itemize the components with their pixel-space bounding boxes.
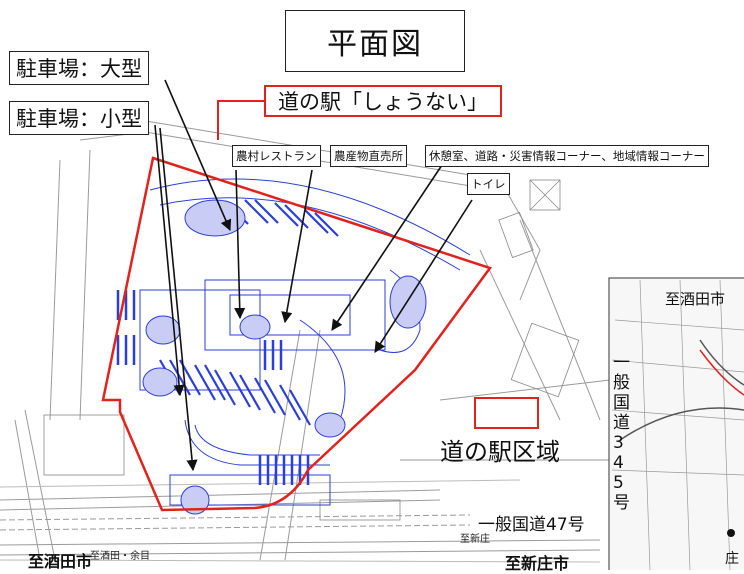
inset-route345: 一 般 国 道 3 4 5 号 <box>613 355 633 512</box>
inset-to-sakata: 至酒田市 <box>665 290 726 308</box>
to-sakata-label: 至酒田市 <box>28 552 93 571</box>
blue-planting-circles <box>142 199 427 515</box>
inset-route-char: 国 <box>613 393 630 413</box>
inset-route-char: 号 <box>613 493 630 513</box>
inset-route-char: 4 <box>613 453 624 473</box>
market-label: 農産物直売所 <box>330 145 407 167</box>
to-shinjo-label: 至新庄市 <box>505 554 570 573</box>
inset-map <box>608 277 744 570</box>
rest-area-label: 休憩室、道路・災害情報コーナー、地域情報コーナー <box>425 145 709 167</box>
station-name-label: 道の駅「しょうない」 <box>264 85 502 117</box>
inset-route-char: 一 <box>613 353 630 373</box>
small-road-note: 至酒田・余目 <box>90 551 150 562</box>
route47-label: 一般国道47号 <box>478 515 585 535</box>
legend-area-label: 道の駅区域 <box>440 438 560 466</box>
blue-vertical-stalls <box>116 290 310 485</box>
restaurant-label: 農村レストラン <box>232 145 321 167</box>
callout-arrows <box>154 79 473 472</box>
page-title: 平面図 <box>285 10 465 72</box>
inset-town-label: 庄 <box>725 551 739 567</box>
legend-swatch <box>474 397 539 429</box>
toilet-label: トイレ <box>467 173 510 195</box>
inset-route-char: 3 <box>613 433 624 453</box>
gray-block <box>43 179 580 521</box>
inset-route-char: 5 <box>613 473 624 493</box>
station-boundary <box>101 156 493 512</box>
blue-hatch-parking <box>159 199 339 426</box>
small-road-note-right: 至新庄 <box>460 534 490 545</box>
parking-small-label: 駐車場：小型 <box>9 101 149 135</box>
station-leader <box>217 100 264 140</box>
inset-route-char: 道 <box>613 413 630 433</box>
site-gray-lines <box>0 119 620 561</box>
parking-large-label: 駐車場：大型 <box>9 51 149 85</box>
inset-route-char: 般 <box>613 373 630 393</box>
